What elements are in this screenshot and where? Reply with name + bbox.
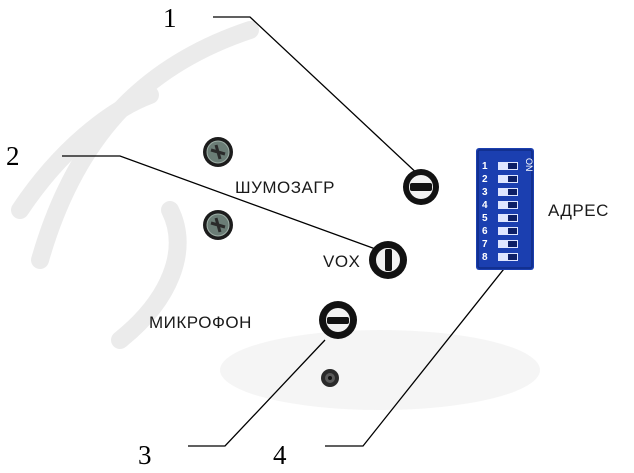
- callout-number-3: 3: [138, 440, 152, 470]
- potentiometer-icon: [403, 169, 439, 205]
- callout-number-4: 4: [273, 440, 287, 470]
- dip-number: 3: [482, 187, 488, 198]
- leader-line-2: [62, 155, 382, 252]
- potentiometer-icon: [369, 241, 407, 279]
- dip-number: 5: [482, 213, 488, 224]
- dip-on-label: ON: [524, 158, 534, 172]
- callout-number-2: 2: [6, 141, 20, 171]
- dip-number: 8: [482, 252, 488, 263]
- callout-number-1: 1: [163, 3, 177, 33]
- dip-number: 2: [482, 174, 488, 185]
- potentiometer-icon: [319, 301, 357, 339]
- dip-number: 7: [482, 239, 488, 250]
- leader-line-1: [213, 16, 423, 179]
- mic-label: МИКРОФОН: [149, 313, 252, 332]
- screw-icon: [203, 137, 233, 167]
- dip-number: 4: [482, 200, 488, 211]
- address-label: АДРЕС: [548, 201, 609, 220]
- leader-line-4: [325, 254, 516, 447]
- dip-switch-icon: ON 1 2 3 4 5 6 7 8: [476, 148, 534, 270]
- vox-label: VOX: [323, 252, 361, 271]
- squelch-label: ШУМОЗАГР: [235, 178, 335, 197]
- dip-number: 6: [482, 226, 488, 237]
- led-icon: [321, 369, 339, 387]
- screw-icon: [203, 210, 233, 240]
- leader-line-3: [188, 339, 326, 447]
- dip-number: 1: [482, 161, 488, 172]
